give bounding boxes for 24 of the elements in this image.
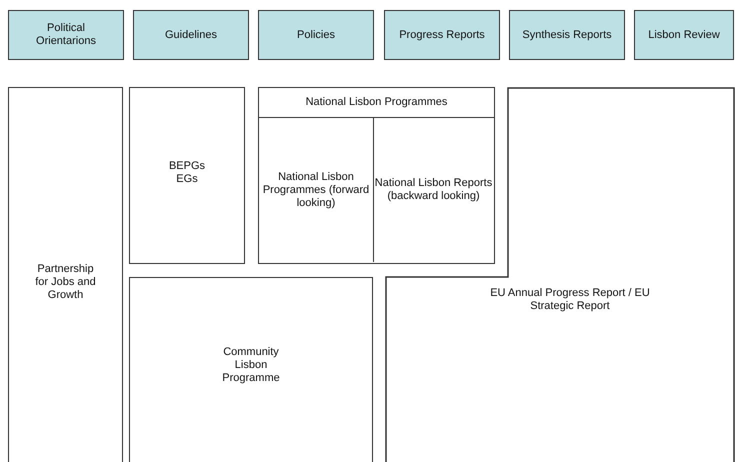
header-cell <box>8 10 124 60</box>
label-text: Community Lisbon Programme <box>221 346 281 385</box>
panel <box>373 118 493 262</box>
panel <box>258 87 495 264</box>
panel <box>129 87 245 264</box>
label-text: Political Orientarions <box>35 22 97 48</box>
label-text: Policies <box>296 28 336 42</box>
header-cell <box>509 10 625 60</box>
label-text: Guidelines <box>164 28 218 42</box>
label-text: Progress Reports <box>398 28 486 42</box>
label-text: EU Annual Progress Report / EU Strategic Report <box>490 287 650 313</box>
panel <box>129 277 373 462</box>
header-cell <box>133 10 249 60</box>
label-text: Lisbon Review <box>647 28 721 42</box>
label-text: BEPGs EGs <box>168 160 206 186</box>
label-text: Synthesis Reports <box>521 28 613 42</box>
label-text: Partnership for Jobs and Growth <box>34 262 97 302</box>
header-cell <box>258 10 374 60</box>
header-cell <box>384 10 500 60</box>
panel-heading: National Lisbon Programmes <box>304 96 448 109</box>
panel <box>8 87 123 462</box>
label-text: National Lisbon Programmes (forward looking) <box>262 170 370 210</box>
label-text: National Lisbon Reports (backward looking) <box>374 177 492 203</box>
header-cell <box>634 10 734 60</box>
